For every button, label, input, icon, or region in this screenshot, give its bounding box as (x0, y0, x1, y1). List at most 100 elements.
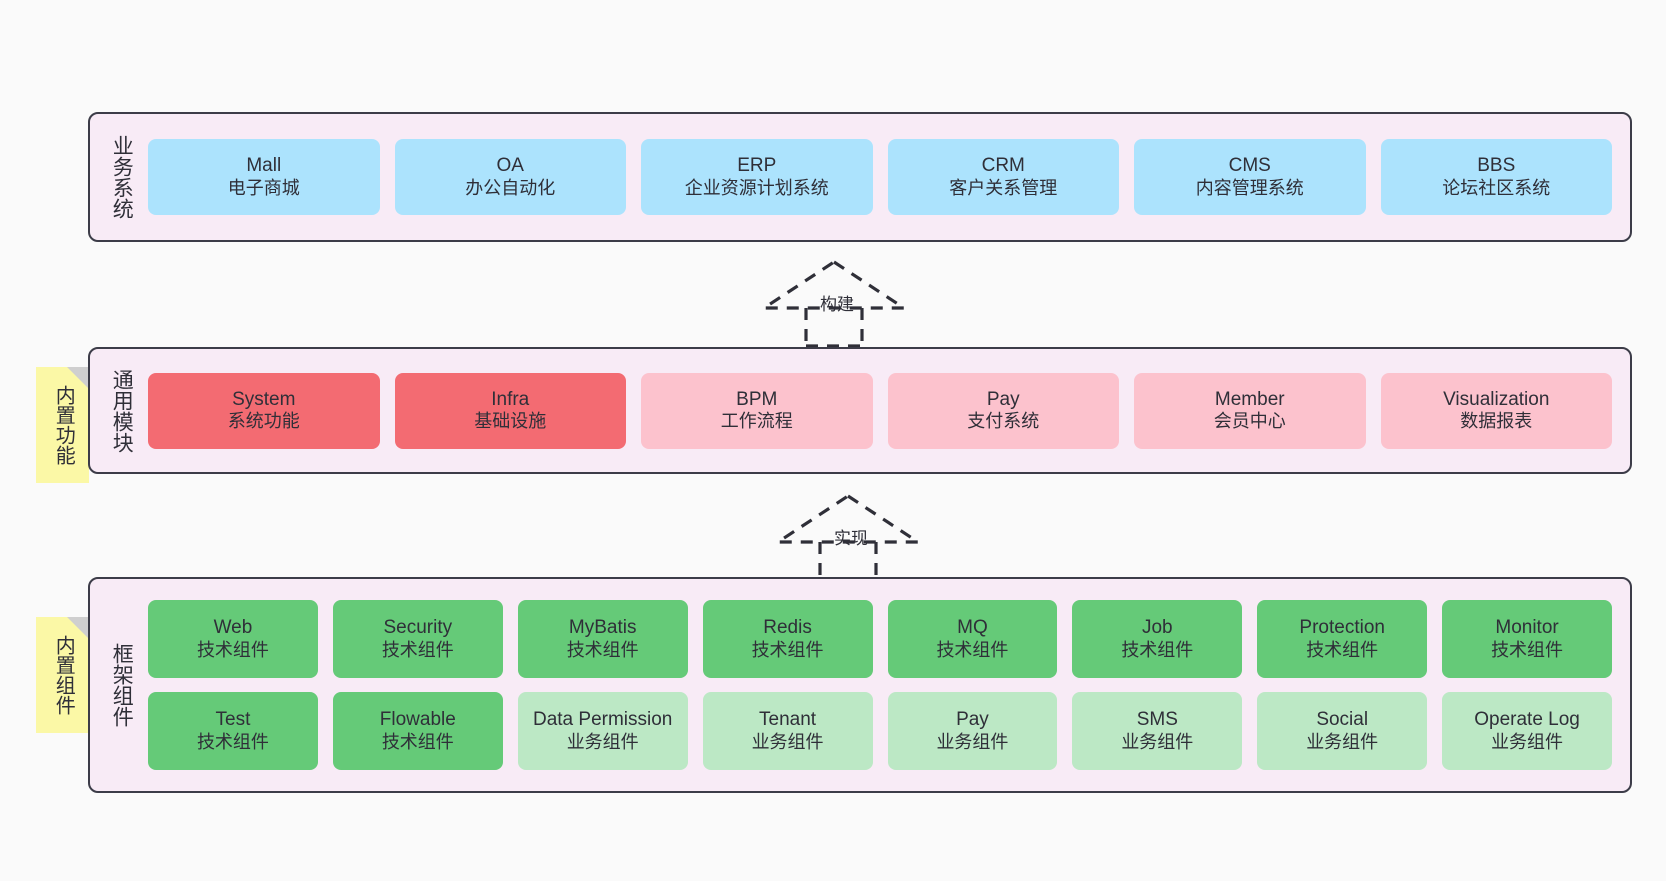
node-row: Test 技术组件 Flowable 技术组件 Data Permission … (148, 692, 1612, 770)
connector-implement-arrow-icon (772, 494, 924, 582)
connector-build-label: 构建 (820, 295, 854, 314)
node-crm-en: CRM (981, 155, 1025, 177)
node-data-permission[interactable]: Data Permission 业务组件 (517, 692, 688, 770)
node-row: System 系统功能 Infra 基础设施 BPM 工作流程 Pay 支付系统… (148, 372, 1612, 449)
note-builtin-features: 内置功能 (36, 367, 89, 483)
node-bpm-cn: 工作流程 (720, 411, 793, 432)
node-web-cn: 技术组件 (196, 639, 269, 660)
node-sms-en: SMS (1136, 709, 1178, 731)
node-test-cn: 技术组件 (196, 731, 269, 752)
node-protection[interactable]: Protection 技术组件 (1257, 600, 1428, 678)
node-bpm-en: BPM (736, 388, 778, 410)
node-member[interactable]: Member 会员中心 (1134, 372, 1366, 449)
node-oa[interactable]: OA 办公自动化 (394, 139, 626, 215)
layer-business-systems-title: 业务系统 (110, 135, 134, 219)
layer-framework-components: 框架组件 Web 技术组件 Security 技术组件 MyBatis 技术组件… (88, 577, 1632, 793)
node-monitor[interactable]: Monitor 技术组件 (1442, 600, 1612, 678)
note-builtin-components-label: 内置组件 (52, 635, 75, 715)
node-test-en: Test (215, 709, 251, 731)
node-social-en: Social (1316, 709, 1369, 731)
connector-build-arrow-icon (758, 260, 910, 348)
node-crm[interactable]: CRM 客户关系管理 (887, 139, 1119, 215)
node-infra-en: Infra (491, 388, 530, 410)
node-cms[interactable]: CMS 内容管理系统 (1134, 139, 1366, 215)
node-system-en: System (232, 388, 296, 410)
node-sms[interactable]: SMS 业务组件 (1072, 692, 1243, 770)
node-visualization[interactable]: Visualization 数据报表 (1380, 372, 1612, 449)
connector-implement: 实现 (770, 492, 926, 582)
node-pay-component[interactable]: Pay 业务组件 (887, 692, 1058, 770)
node-visualization-en: Visualization (1443, 388, 1550, 410)
node-job-cn: 技术组件 (1121, 639, 1194, 660)
node-member-cn: 会员中心 (1213, 411, 1286, 432)
node-pay-module-cn: 支付系统 (967, 411, 1040, 432)
node-oa-en: OA (496, 155, 524, 177)
node-bbs-cn: 论坛社区系统 (1442, 177, 1551, 198)
node-pay-component-cn: 业务组件 (936, 731, 1009, 752)
node-infra[interactable]: Infra 基础设施 (394, 372, 626, 449)
node-mq[interactable]: MQ 技术组件 (887, 600, 1058, 678)
node-cms-en: CMS (1228, 155, 1271, 177)
node-protection-cn: 技术组件 (1306, 639, 1379, 660)
layer-business-systems-body: Mall 电子商城 OA 办公自动化 ERP 企业资源计划系统 CRM 客户关系… (138, 114, 1630, 240)
node-mq-cn: 技术组件 (936, 639, 1009, 660)
node-protection-en: Protection (1299, 617, 1385, 639)
node-pay-module-en: Pay (986, 388, 1020, 410)
node-pay-module[interactable]: Pay 支付系统 (887, 372, 1119, 449)
node-bbs[interactable]: BBS 论坛社区系统 (1380, 139, 1612, 215)
note-builtin-features-label: 内置功能 (52, 385, 75, 465)
node-security-en: Security (383, 617, 453, 639)
node-web-en: Web (213, 617, 253, 639)
node-security[interactable]: Security 技术组件 (332, 600, 503, 678)
node-tenant-cn: 业务组件 (751, 731, 824, 752)
node-bbs-en: BBS (1477, 155, 1516, 177)
node-redis-en: Redis (763, 617, 812, 639)
node-erp[interactable]: ERP 企业资源计划系统 (641, 139, 873, 215)
node-row: Mall 电子商城 OA 办公自动化 ERP 企业资源计划系统 CRM 客户关系… (148, 139, 1612, 215)
node-pay-component-en: Pay (956, 709, 989, 731)
node-mybatis-en: MyBatis (568, 617, 637, 639)
node-social-cn: 业务组件 (1306, 731, 1379, 752)
node-visualization-cn: 数据报表 (1460, 411, 1533, 432)
node-data-permission-en: Data Permission (532, 709, 673, 731)
connector-implement-label: 实现 (834, 529, 868, 548)
node-flowable[interactable]: Flowable 技术组件 (332, 692, 503, 770)
node-social[interactable]: Social 业务组件 (1257, 692, 1428, 770)
node-row: Web 技术组件 Security 技术组件 MyBatis 技术组件 Redi… (148, 600, 1612, 678)
layer-business-systems: 业务系统 Mall 电子商城 OA 办公自动化 ERP 企业资源计划系统 CRM… (88, 112, 1632, 242)
node-flowable-en: Flowable (379, 709, 456, 731)
node-security-cn: 技术组件 (381, 639, 454, 660)
node-cms-cn: 内容管理系统 (1195, 177, 1304, 198)
layer-common-modules-title: 通用模块 (110, 368, 134, 453)
layer-framework-components-body: Web 技术组件 Security 技术组件 MyBatis 技术组件 Redi… (138, 579, 1630, 791)
node-mall[interactable]: Mall 电子商城 (148, 139, 380, 215)
node-operate-log-cn: 业务组件 (1491, 731, 1564, 752)
layer-common-modules: 通用模块 System 系统功能 Infra 基础设施 BPM 工作流程 Pay… (88, 347, 1632, 474)
node-member-en: Member (1214, 388, 1285, 410)
node-bpm[interactable]: BPM 工作流程 (641, 372, 873, 449)
node-mall-en: Mall (246, 155, 282, 177)
layer-framework-components-title: 框架组件 (110, 643, 134, 727)
node-mq-en: MQ (957, 617, 988, 639)
node-mall-cn: 电子商城 (227, 177, 300, 198)
node-redis-cn: 技术组件 (751, 639, 824, 660)
node-erp-cn: 企业资源计划系统 (684, 177, 829, 198)
connector-build: 构建 (756, 258, 912, 348)
node-data-permission-cn: 业务组件 (566, 731, 639, 752)
node-test[interactable]: Test 技术组件 (148, 692, 318, 770)
node-flowable-cn: 技术组件 (381, 731, 454, 752)
layer-common-modules-body: System 系统功能 Infra 基础设施 BPM 工作流程 Pay 支付系统… (138, 349, 1630, 472)
node-tenant[interactable]: Tenant 业务组件 (702, 692, 873, 770)
node-monitor-cn: 技术组件 (1491, 639, 1564, 660)
node-operate-log[interactable]: Operate Log 业务组件 (1442, 692, 1612, 770)
node-crm-cn: 客户关系管理 (949, 177, 1058, 198)
node-monitor-en: Monitor (1495, 617, 1559, 639)
node-redis[interactable]: Redis 技术组件 (702, 600, 873, 678)
node-job[interactable]: Job 技术组件 (1072, 600, 1243, 678)
node-system-cn: 系统功能 (227, 411, 300, 432)
node-web[interactable]: Web 技术组件 (148, 600, 318, 678)
node-job-en: Job (1141, 617, 1173, 639)
node-mybatis[interactable]: MyBatis 技术组件 (517, 600, 688, 678)
node-system[interactable]: System 系统功能 (148, 372, 380, 449)
